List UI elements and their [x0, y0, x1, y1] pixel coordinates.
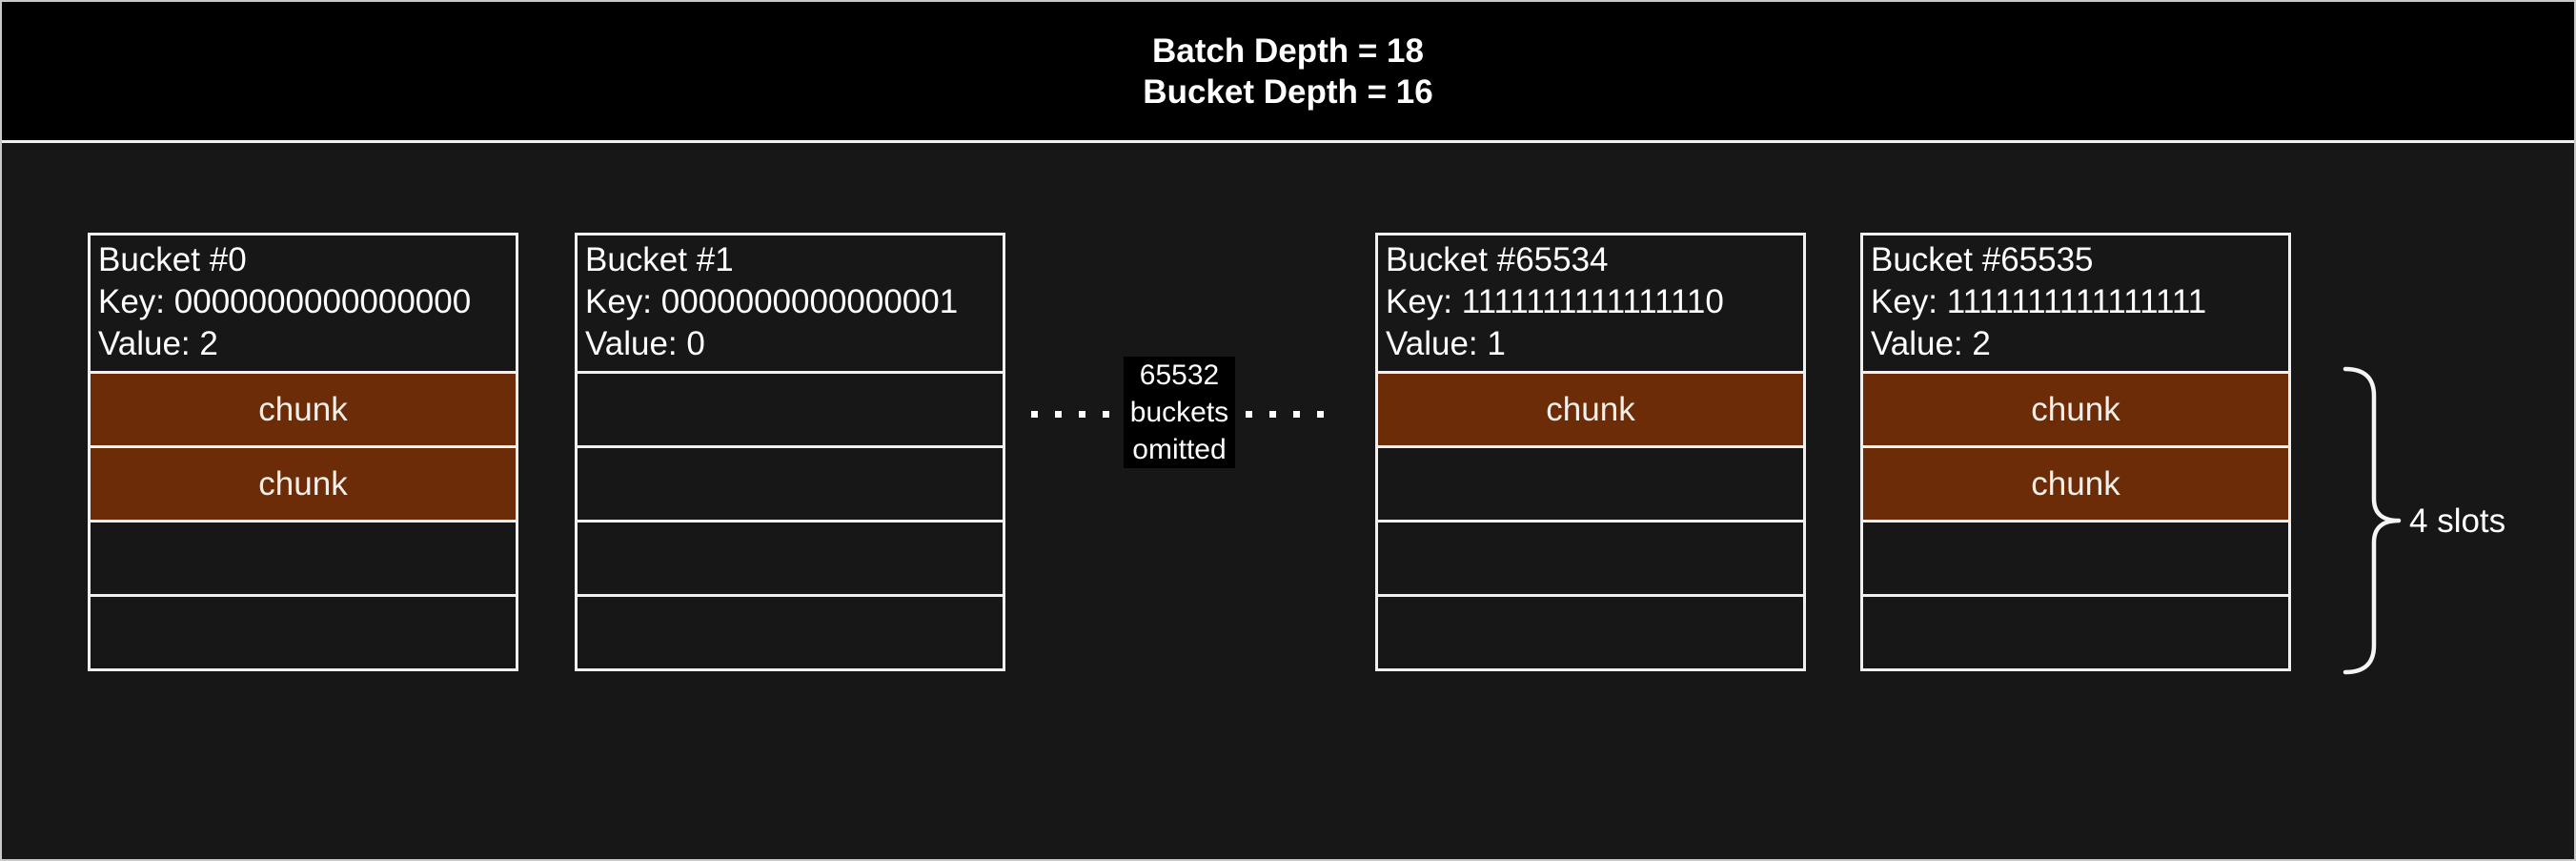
bucket-0-value: Value: 2: [98, 325, 218, 362]
bucket-1-value: Value: 0: [585, 325, 705, 362]
bucket-0-key: Key: 0000000000000000: [98, 283, 472, 320]
bucket-1-slot-2: [578, 445, 1003, 520]
bucket-65535-slot-1: chunk: [1863, 371, 2288, 445]
bucket-65535-slot-3: [1863, 520, 2288, 594]
bucket-0-slot-4: [91, 594, 516, 668]
slots-brace-icon: [2343, 366, 2402, 675]
bucket-65535: Bucket #65535 Key: 1111111111111111 Valu…: [1860, 233, 2291, 671]
bucket-1-title: Bucket #1: [585, 241, 734, 278]
bucket-65535-value: Value: 2: [1871, 325, 1991, 362]
bucket-65535-key: Key: 1111111111111111: [1871, 283, 2207, 320]
bucket-0: Bucket #0 Key: 0000000000000000 Value: 2…: [88, 233, 518, 671]
bucket-65535-info: Bucket #65535 Key: 1111111111111111 Valu…: [1863, 236, 2288, 371]
bucket-1-key: Key: 0000000000000001: [585, 283, 959, 320]
title-banner: Batch Depth = 18 Bucket Depth = 16: [2, 2, 2574, 143]
omitted-buckets-note: 65532 buckets omitted: [1124, 357, 1235, 468]
bucket-65534-slot-2: [1378, 445, 1803, 520]
title-batch-depth: Batch Depth = 18: [1152, 31, 1424, 70]
bucket-65535-slot-2: chunk: [1863, 445, 2288, 520]
bucket-65534-slot-4: [1378, 594, 1803, 668]
bucket-1-info: Bucket #1 Key: 0000000000000001 Value: 0: [578, 236, 1003, 371]
bucket-1-slot-4: [578, 594, 1003, 668]
bucket-0-info: Bucket #0 Key: 0000000000000000 Value: 2: [91, 236, 516, 371]
bucket-0-slot-1: chunk: [91, 371, 516, 445]
bucket-65535-slot-4: [1863, 594, 2288, 668]
bucket-65535-title: Bucket #65535: [1871, 241, 2094, 278]
bucket-1-slot-3: [578, 520, 1003, 594]
bucket-65534: Bucket #65534 Key: 1111111111111110 Valu…: [1375, 233, 1806, 671]
bucket-1-slot-1: [578, 371, 1003, 445]
bucket-0-title: Bucket #0: [98, 241, 247, 278]
bucket-1: Bucket #1 Key: 0000000000000001 Value: 0: [575, 233, 1005, 671]
title-bucket-depth: Bucket Depth = 16: [1143, 72, 1433, 111]
slots-count-label: 4 slots: [2409, 502, 2506, 540]
bucket-0-slot-2: chunk: [91, 445, 516, 520]
bucket-65534-slot-1: chunk: [1378, 371, 1803, 445]
bucket-0-slot-3: [91, 520, 516, 594]
bucket-65534-key: Key: 1111111111111110: [1386, 283, 1724, 320]
bucket-65534-slot-3: [1378, 520, 1803, 594]
bucket-65534-info: Bucket #65534 Key: 1111111111111110 Valu…: [1378, 236, 1803, 371]
bucket-65534-title: Bucket #65534: [1386, 241, 1609, 278]
bucket-65534-value: Value: 1: [1386, 325, 1506, 362]
omitted-buckets-text: 65532 buckets omitted: [1129, 359, 1229, 465]
